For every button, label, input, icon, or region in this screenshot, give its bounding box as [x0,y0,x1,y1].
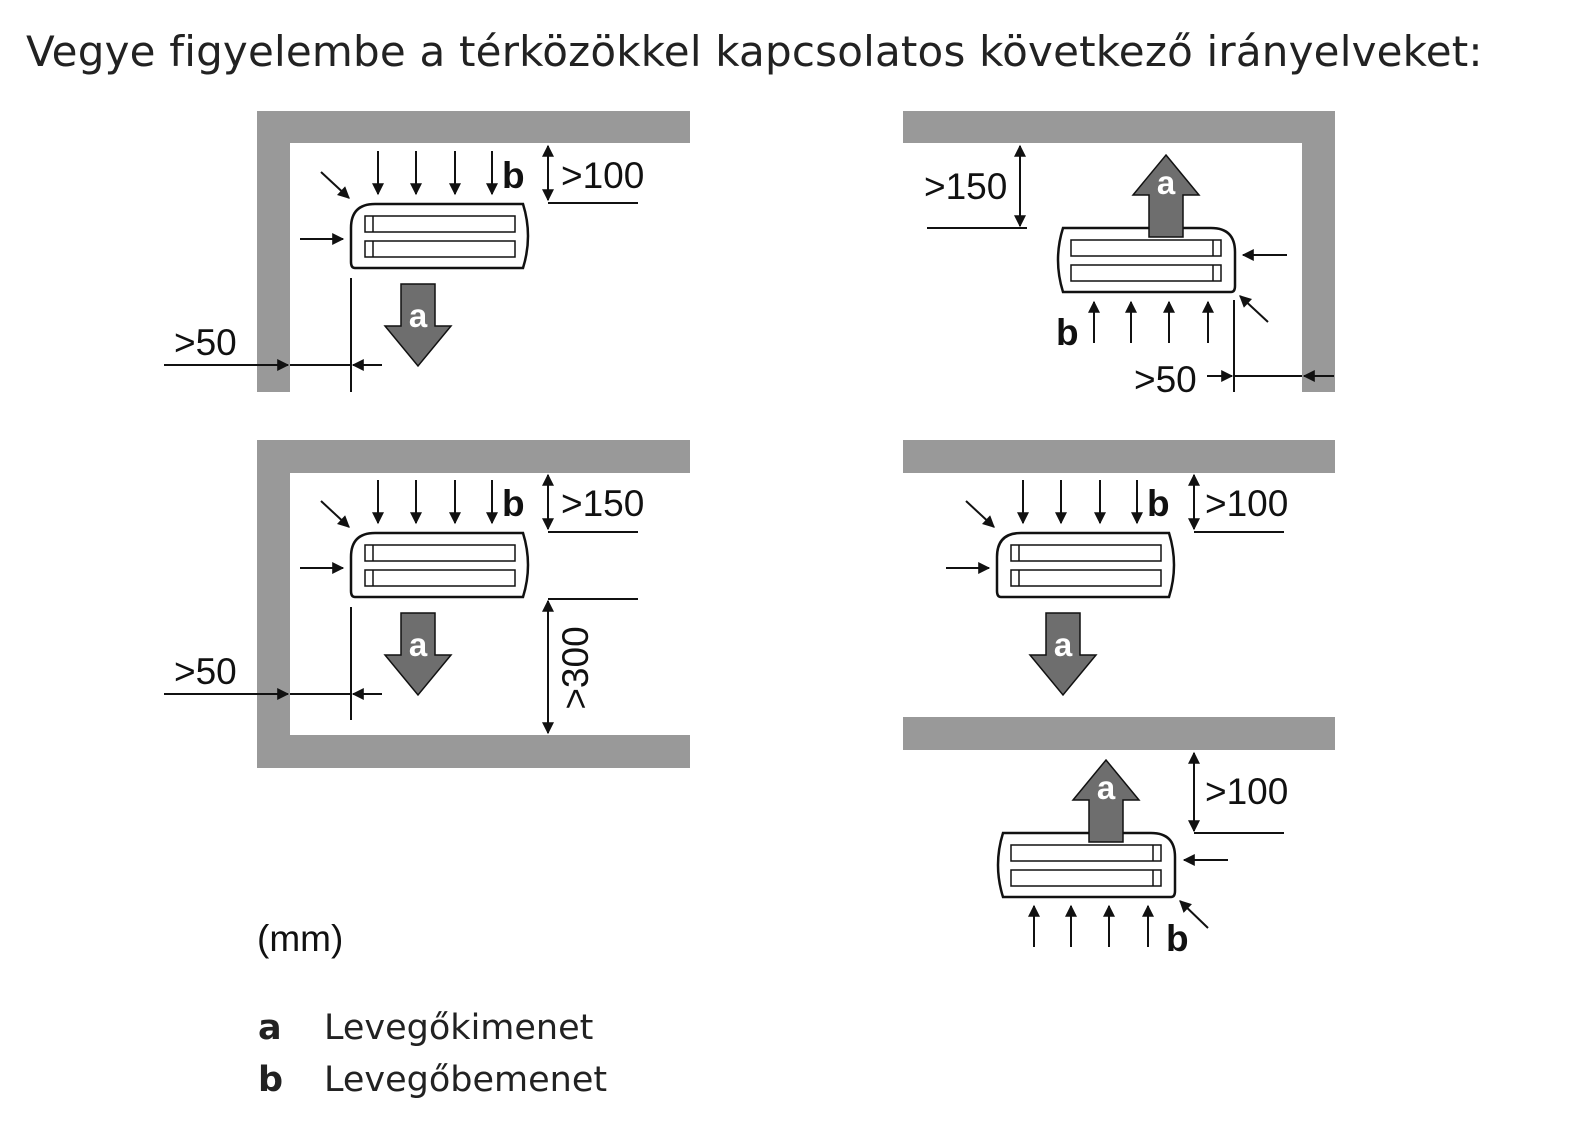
bottom-left-inlet-diagonal-arrow [320,500,350,528]
bottom-right-lower-inlet-label: b [1166,918,1189,959]
top-right-indoor-unit [1056,226,1237,294]
legend: a Levegőkimenet b Levegőbemenet [258,1002,607,1106]
walls [257,111,1335,768]
top-left-top-clearance-label: >100 [561,155,644,196]
page-title: Vegye figyelembe a térközökkel kapcsolat… [26,27,1483,76]
legend-label-outlet: Levegőkimenet [324,1008,594,1048]
bottom-left-top-clearance-label: >150 [561,483,644,524]
bottom-left-bottom-clearance-label: >300 [555,626,596,709]
bottom-right-upper-inlet-label: b [1147,483,1170,524]
top-right-wall [903,111,1335,392]
legend-key-b: b [258,1060,284,1100]
top-right-outlet-label: a [1157,164,1176,201]
bottom-right-lower-outlet-arrow [1071,758,1141,843]
dimension-and-airflow-lines [164,144,1334,947]
top-left-inlet-diagonal-arrow [320,171,350,199]
top-right-inlet-diagonal-arrow [1239,295,1269,323]
bottom-right-lower-top-clearance-label: >100 [1205,771,1288,812]
unit-body [349,531,530,599]
legend-row-inlet: b Levegőbemenet [258,1054,607,1106]
unit-louver-upper [1010,844,1162,862]
bottom-right-middle-wall [903,717,1335,750]
top-left-wall [257,111,690,392]
bottom-left-inlet-label: b [502,483,525,524]
bottom-left-side-clearance-label: >50 [174,651,237,692]
unit-louver-upper [1070,239,1222,257]
unit-louver-lower [364,240,516,258]
top-left-inlet-label: b [502,155,525,196]
bottom-right-upper-outlet-label: a [1054,626,1073,663]
bottom-right-upper-indoor-unit [995,531,1176,599]
indoor-units [349,202,1237,899]
top-right-inlet-label: b [1056,312,1079,353]
unit-louver-lower [1010,869,1162,887]
top-left-outlet-label: a [409,297,428,334]
unit-body [996,831,1177,899]
unit-louver-lower [364,569,516,587]
unit-louver-lower [1010,569,1162,587]
bottom-left-wall [257,440,690,768]
top-right-outlet-arrow [1131,153,1201,238]
unit-louver-upper [1010,544,1162,562]
legend-row-outlet: a Levegőkimenet [258,1002,607,1054]
top-left-side-clearance-label: >50 [174,322,237,363]
bottom-right-lower-indoor-unit [996,831,1177,899]
outlet-arrows [383,153,1201,843]
bottom-right-upper-inlet-diagonal-arrow [965,500,995,528]
top-left-indoor-unit [349,202,530,270]
unit-louver-lower [1070,264,1222,282]
bottom-right-upper-top-clearance-label: >100 [1205,483,1288,524]
bottom-left-outlet-label: a [409,626,428,663]
bottom-right-lower-inlet-diagonal-arrow [1179,900,1209,929]
unit-body [349,202,530,270]
bottom-right-upper-outlet-arrow [1028,612,1098,697]
bottom-right-lower-outlet-label: a [1097,769,1116,806]
top-right-top-clearance-label: >150 [924,166,1007,207]
bottom-right-ceiling-wall [903,440,1335,473]
legend-label-inlet: Levegőbemenet [324,1060,608,1100]
unit-body [1056,226,1237,294]
bottom-left-outlet-arrow [383,612,453,697]
bottom-left-indoor-unit [349,531,530,599]
unit-louver-upper [364,215,516,233]
unit-body [995,531,1176,599]
legend-key-a: a [258,1008,282,1048]
top-left-outlet-arrow [383,283,453,368]
diagram-labels: >100 >50 b a >150 >50 b a >150 >50 >300 … [174,155,1288,959]
top-right-side-clearance-label: >50 [1134,359,1197,400]
unit-louver-upper [364,544,516,562]
unit-note: (mm) [257,918,344,959]
